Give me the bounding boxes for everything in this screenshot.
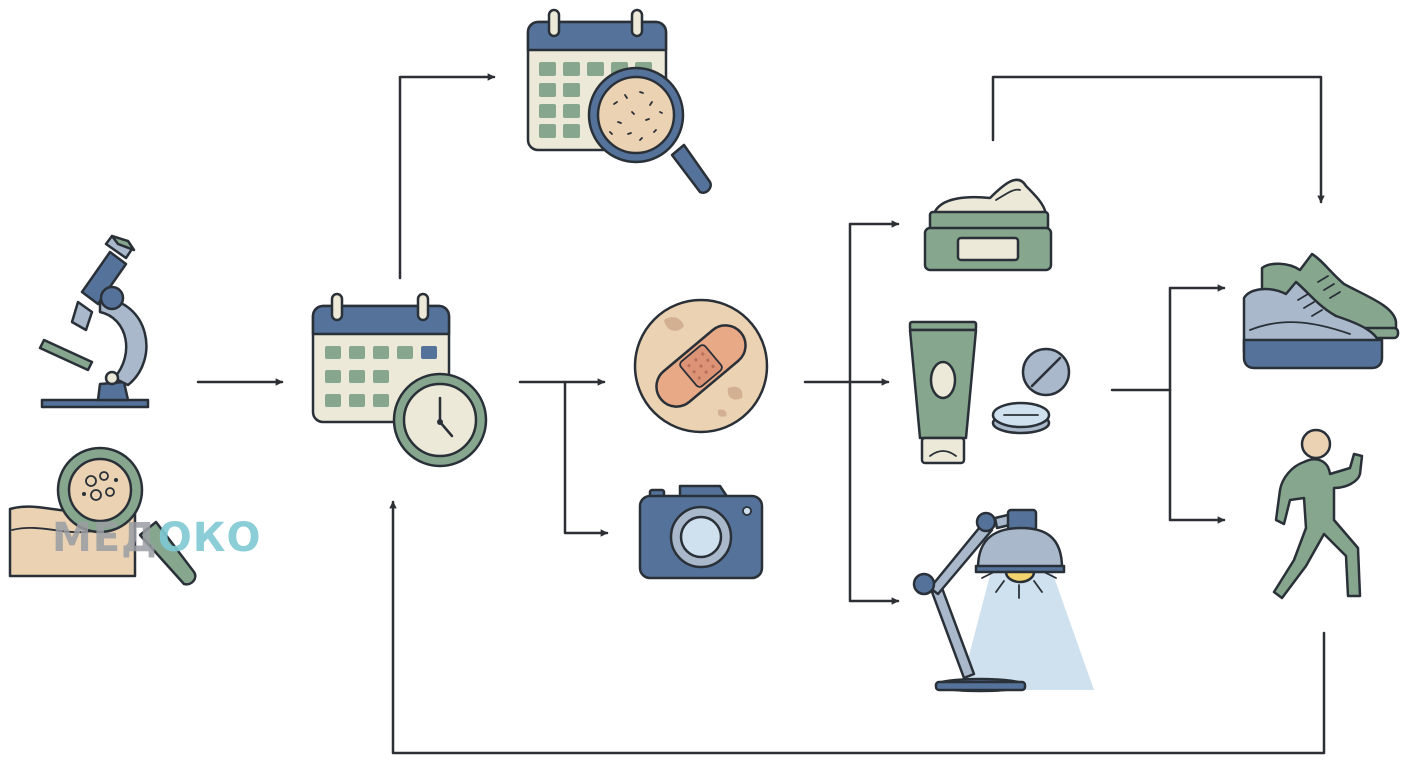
skin-magnifier-icon [8,446,197,586]
connectors [196,73,1326,755]
watermark-text-left: МЕД [52,515,158,561]
arrow-to-person [1168,388,1226,524]
arrow-to-lamp [848,380,900,605]
arrow-calendar-to-monitoring [398,73,496,280]
sneaker-front [1242,280,1384,370]
walking-person-icon [1272,428,1364,600]
ointment-tube-and-pills-icon [908,320,1071,465]
sneakers-icon [1242,252,1400,370]
microscope-icon [38,234,150,409]
arrow-split-to-camera [563,380,609,537]
watermark-text-right: ОКО [158,515,262,561]
arrow-cream-to-shoes [991,75,1325,204]
watermark: МЕД ОКО [52,515,262,561]
desk-lamp-icon [912,508,1094,693]
bandage-on-skin-icon [633,298,769,434]
calendar-magnifier-icon [526,8,712,194]
camera-icon [638,484,764,580]
arrow-to-shoes [1168,284,1226,392]
calendar-clock-icon [311,292,488,468]
cream-jar-icon [923,178,1053,272]
arrow-feedback-loop [389,500,1326,755]
arrow-to-cream [848,220,900,384]
